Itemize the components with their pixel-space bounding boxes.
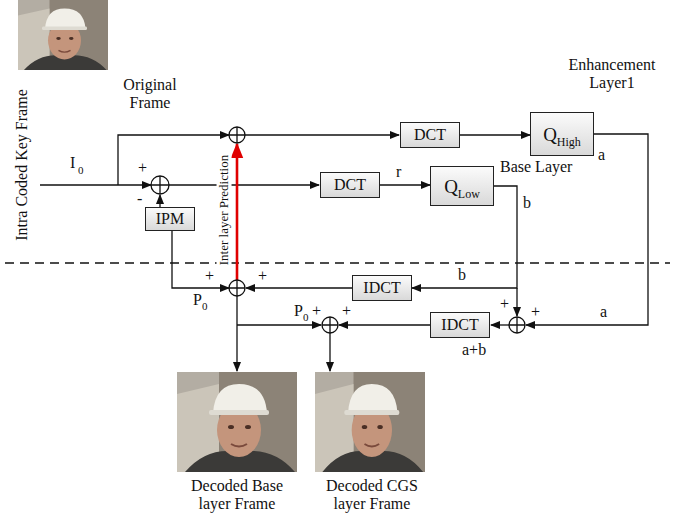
adder-symbol	[151, 176, 169, 194]
text-label: Enhancement Layer1	[562, 56, 662, 93]
edge-label: r	[396, 163, 401, 181]
text-label: 0	[78, 165, 84, 176]
process-box: DCT	[400, 122, 460, 148]
text-label: 0	[303, 312, 309, 323]
wire	[237, 324, 321, 325]
box-label: Q	[444, 176, 458, 197]
wire	[339, 324, 430, 325]
wire	[236, 296, 237, 371]
box-text-group: DCT	[334, 177, 366, 193]
inter-layer-arrow	[236, 144, 239, 280]
wire	[329, 333, 330, 371]
decoded-cgs-photo	[315, 372, 425, 472]
box-text-group: IDCT	[363, 280, 400, 296]
wire	[491, 324, 509, 325]
box-text-group: IPM	[156, 211, 184, 227]
connector	[380, 184, 430, 185]
adder-symbol	[229, 280, 245, 296]
text-label: a	[600, 303, 607, 321]
text-label: +	[258, 268, 267, 284]
wire	[159, 195, 160, 207]
text-label: -	[137, 191, 142, 207]
text-label: Decoded CGS layer Frame	[310, 477, 434, 514]
text-label: P	[294, 302, 303, 320]
box-label: DCT	[414, 126, 446, 143]
input-wire	[118, 135, 229, 185]
box-text-group: QHigh	[543, 125, 581, 144]
box-text-group: QLow	[444, 177, 480, 196]
text-label: +	[138, 160, 147, 176]
text-label: 0	[202, 301, 208, 312]
decoded-base-photo	[177, 372, 297, 472]
wire	[246, 287, 352, 288]
process-box: IDCT	[352, 275, 412, 301]
process-box: IDCT	[430, 312, 490, 338]
box-label: Q	[543, 124, 557, 145]
subscript: High	[557, 135, 581, 149]
adder-symbol	[509, 317, 525, 333]
process-box: QLow	[430, 166, 494, 206]
text-label: Original Frame	[108, 76, 192, 113]
box-label: DCT	[334, 176, 366, 193]
text-label: I	[70, 154, 75, 172]
text-label: a	[598, 146, 605, 164]
wire	[245, 134, 399, 135]
wire	[516, 288, 517, 316]
box-text-group: DCT	[414, 127, 446, 143]
adder-symbol	[322, 317, 338, 333]
text-label: P	[193, 291, 202, 309]
box-label: IDCT	[441, 316, 478, 333]
text-label: +	[500, 296, 509, 312]
box-label: IDCT	[363, 279, 400, 296]
adder-symbol	[229, 127, 245, 143]
process-box: IPM	[145, 207, 195, 231]
text-label: a+b	[462, 341, 486, 359]
text-label: +	[312, 303, 321, 319]
text-label: b	[523, 194, 531, 212]
text-label: Inter layer Prediction	[217, 153, 232, 267]
text-label: Base Layer	[500, 158, 572, 176]
original-frame-photo	[18, 0, 108, 70]
text-label: +	[342, 303, 351, 319]
wire	[169, 184, 319, 185]
process-box: QHigh	[530, 112, 594, 156]
text-label: +	[205, 268, 214, 284]
process-box: DCT	[320, 172, 380, 198]
layer-divider	[5, 262, 670, 263]
box-text-group: IDCT	[441, 317, 478, 333]
connector	[460, 134, 530, 135]
edge-label: b	[458, 266, 466, 284]
box-label: IPM	[156, 210, 184, 227]
input-wire	[40, 184, 151, 185]
subscript: Low	[458, 187, 480, 201]
text-label: +	[531, 304, 540, 320]
text-label: Decoded Base layer Frame	[175, 477, 299, 514]
text-label: Intra Coded Key Frame	[13, 89, 31, 241]
